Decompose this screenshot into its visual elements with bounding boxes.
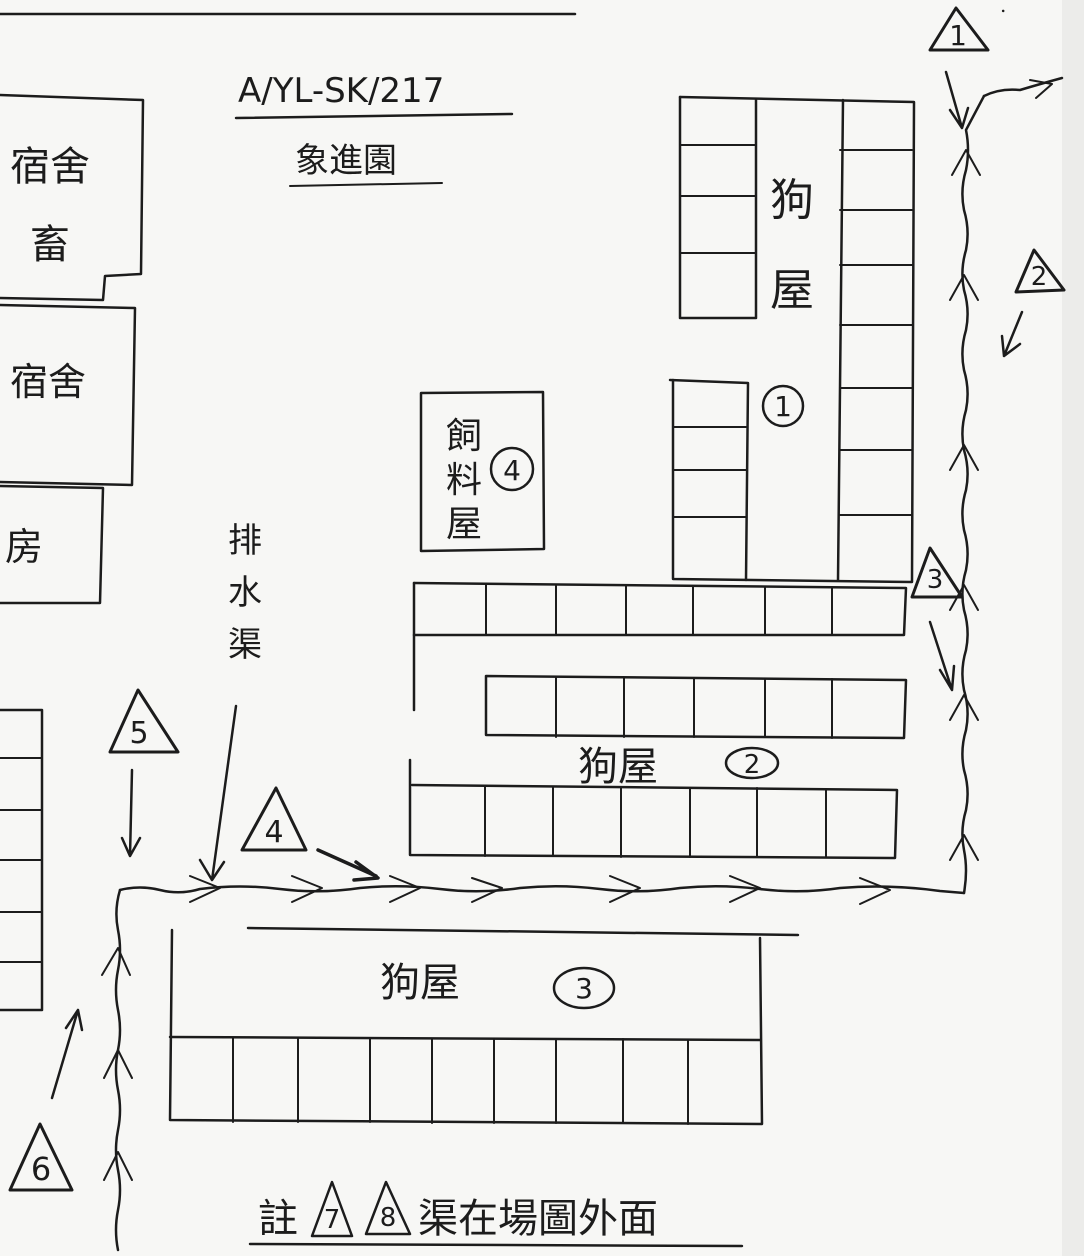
- footnote-point-7: 7: [324, 1205, 341, 1235]
- feed-shed-number: 4: [503, 454, 521, 487]
- dorm-building-top: 宿舍 畜: [0, 93, 145, 302]
- point-marker-2: 2: [1000, 248, 1066, 358]
- kennel-1-label-char: 屋: [770, 265, 814, 316]
- point-marker-4: 4: [240, 786, 380, 882]
- feed-shed-label: 飼 料屋: [446, 416, 493, 545]
- footnote-prefix: 註: [258, 1196, 298, 1242]
- drain-label: 排 水渠: [228, 521, 273, 665]
- point-1-number: 1: [949, 19, 967, 52]
- kennel-1-label-char: 狗: [770, 175, 814, 226]
- room-left: 房: [0, 484, 105, 605]
- drain-label-text: 排: [228, 521, 262, 561]
- drain-label-char: 渠: [228, 625, 262, 665]
- left-kennel-stub: [0, 708, 44, 1012]
- footnote: 註 7 8 渠在場圖外面: [248, 1180, 744, 1248]
- kennel-3-label: 狗屋: [380, 960, 460, 1006]
- drain-channel: [101, 76, 1064, 1252]
- room-left-label: 房: [5, 525, 43, 569]
- kennel-2-number: 2: [744, 750, 761, 780]
- feed-shed-label-char: 料: [446, 460, 482, 501]
- kennel-3-number: 3: [575, 972, 593, 1005]
- point-5-number: 5: [129, 716, 148, 751]
- kennel-1: 狗屋 1: [668, 95, 916, 584]
- point-marker-3: 3: [910, 546, 964, 692]
- feed-shed-label-text: 飼: [446, 416, 482, 457]
- kennel-3: 狗屋 3: [168, 926, 800, 1126]
- drain-label-arrow: [198, 704, 238, 882]
- footnote-underline: [248, 1242, 744, 1248]
- dorm-building-mid: 宿舍: [0, 303, 137, 487]
- drain-label-char: 水: [228, 573, 262, 613]
- footnote-point-8: 8: [380, 1203, 397, 1233]
- feed-shed-label-char: 屋: [446, 504, 482, 545]
- dorm-mid-label: 宿舍: [10, 360, 86, 404]
- kennel-2: 狗屋 2: [408, 581, 908, 860]
- kennel-1-label: 狗屋: [770, 175, 814, 316]
- page-edge: [1062, 0, 1084, 1256]
- kennel-2-label: 狗屋: [578, 744, 658, 790]
- farm-name-underline: [289, 182, 443, 187]
- reference-underline: [234, 112, 514, 120]
- point-3-number: 3: [927, 565, 944, 595]
- site-reference: A/YL-SK/217: [238, 71, 444, 111]
- dorm-top-sub-label: 畜: [30, 222, 70, 268]
- point-4-number: 4: [264, 815, 283, 850]
- point-marker-5: 5: [108, 688, 180, 858]
- point-marker-1: 1: [928, 6, 990, 130]
- dorm-top-label: 宿舍: [10, 144, 90, 190]
- kennel-1-number: 1: [774, 390, 792, 423]
- footnote-text: 渠在場圖外面: [418, 1196, 658, 1242]
- point-2-number: 2: [1031, 262, 1048, 292]
- point-marker-6: 6: [8, 1008, 84, 1192]
- feed-shed: 飼 料屋 4: [419, 390, 546, 553]
- point-6-number: 6: [31, 1150, 51, 1188]
- farm-name: 象進園: [295, 141, 397, 181]
- corner-mark: .: [1000, 0, 1006, 17]
